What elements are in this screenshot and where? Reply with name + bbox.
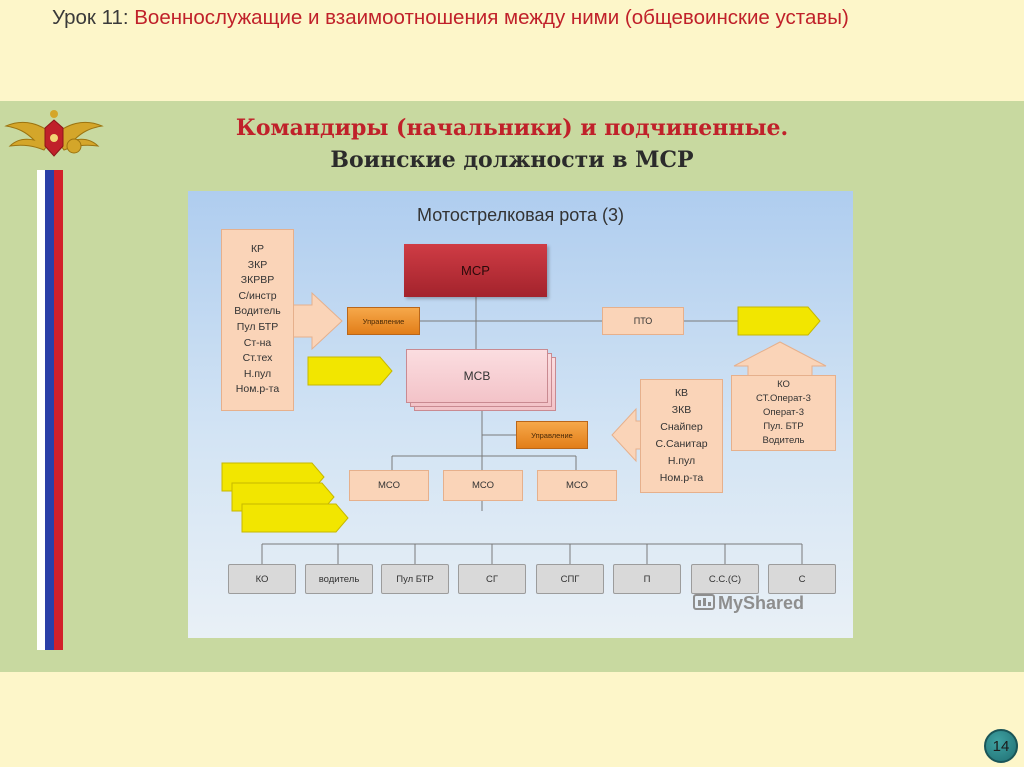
list-item: Водитель [234, 305, 281, 318]
platoon-management-node: Управление [516, 421, 588, 449]
list-item: С.Санитар [655, 438, 708, 450]
company-management-node: Управление [347, 307, 420, 335]
list-item: КО [777, 379, 790, 390]
myshared-logo-icon [693, 594, 715, 610]
list-item: Н.пул [667, 455, 696, 467]
position-node-ko: КО [228, 564, 296, 594]
msr-node: МСР [404, 244, 547, 297]
watermark-text: MyShared [718, 593, 805, 613]
heading-line-1: Командиры (начальники) и подчиненные. [235, 115, 789, 141]
list-item: ЗКР [247, 258, 268, 271]
list-item: Ст-на [243, 336, 272, 349]
russian-flag-stripe [37, 170, 63, 650]
diagram-title: Мотострелковая рота (3) [417, 205, 624, 225]
list-item: СТ.Операт-3 [756, 393, 811, 404]
list-item: КР [250, 243, 265, 256]
position-node-driver: водитель [305, 564, 373, 594]
squad-node-2: МСО [443, 470, 523, 501]
yellow-arrow-mid [307, 356, 393, 386]
list-item: Пул БТР [236, 321, 279, 333]
squad-node-1: МСО [349, 470, 429, 501]
squad-node-3: МСО [537, 470, 617, 501]
position-node-sg: СГ [458, 564, 526, 594]
company-staff-box: КР ЗКР ЗКРВР С/инстр Водитель Пул БТР Ст… [221, 229, 294, 411]
page-number-badge: 14 [984, 729, 1018, 763]
list-item: Ном.р-та [659, 472, 704, 484]
position-node-ss: С.С.(С) [691, 564, 759, 594]
list-item: Операт-3 [763, 407, 804, 418]
heading-line-2: Воинские должности в МСР [330, 147, 694, 173]
platoon-staff-box: КВ ЗКВ Снайпер С.Санитар Н.пул Ном.р-та [640, 379, 723, 493]
msv-node: МСВ [406, 349, 548, 403]
list-item: Водитель [762, 435, 805, 446]
arrow-up-shape [733, 341, 827, 380]
position-node-s: С [768, 564, 836, 594]
position-node-p: П [613, 564, 681, 594]
list-item: Ном.р-та [235, 383, 280, 396]
connector-lines [221, 291, 827, 610]
pto-staff-box: КО СТ.Операт-3 Операт-3 Пул. БТР Водител… [731, 375, 836, 451]
list-item: Пул. БТР [763, 421, 804, 432]
list-item: Н.пул [243, 367, 272, 380]
lesson-topic: Военнослужащие и взаимоотношения между н… [134, 6, 849, 29]
list-item: ЗКВ [671, 404, 692, 416]
position-node-spg: СПГ [536, 564, 604, 594]
org-chart: Мотострелковая рота (3) [188, 191, 853, 638]
list-item: ЗКРВР [240, 274, 275, 287]
slide-title: Урок 11: Военнослужащие и взаимоотношени… [52, 6, 1012, 30]
list-item: С/инстр [238, 289, 277, 302]
yellow-arrow-pto [737, 306, 821, 336]
list-item: Ст.тех [242, 352, 273, 365]
lesson-number: Урок 11: [52, 6, 129, 29]
eagle-emblem-icon [4, 110, 104, 157]
position-node-gunner: Пул БТР [381, 564, 449, 594]
arrow-right-shape [287, 291, 343, 351]
yellow-arrow-3 [241, 503, 349, 533]
list-item: КВ [674, 387, 689, 399]
pto-node: ПТО [602, 307, 684, 335]
list-item: Снайпер [660, 421, 703, 433]
